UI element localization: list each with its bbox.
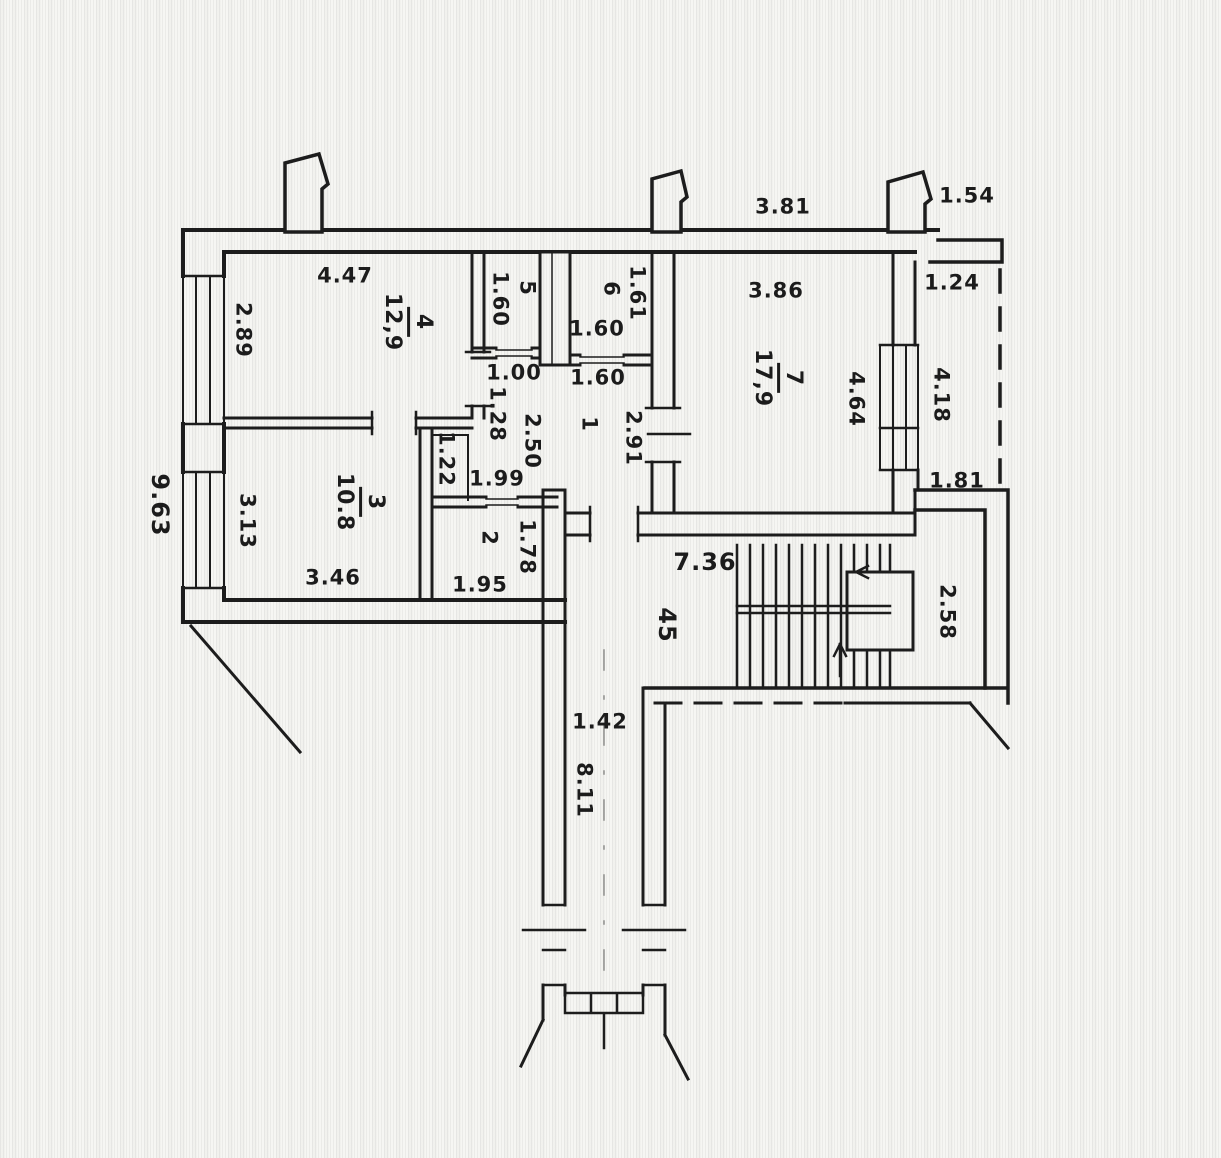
- stair-rail-block: [845, 570, 915, 652]
- stairwell-width-dim: 2.58: [935, 584, 960, 640]
- room3-number: 3: [359, 486, 388, 518]
- hall-width-dim: 2.50: [520, 413, 545, 469]
- room7-area: 17,9: [750, 348, 775, 408]
- corridor-walls: [518, 686, 691, 1082]
- window-left-room4: [181, 274, 226, 426]
- balcony-bottom-width-dim: 1.81: [929, 468, 985, 493]
- balcony-walls: [913, 238, 1010, 705]
- room2-depth-dim: 1.78: [515, 519, 540, 575]
- corridor-window-right: [621, 903, 687, 987]
- room4-depth-dim: 2.89: [231, 302, 256, 358]
- stair-landing-lines: [735, 604, 892, 615]
- room4-area: 12,9: [380, 292, 405, 352]
- corridor-width-dim: 1.42: [572, 709, 628, 734]
- room4-number: 4: [407, 306, 436, 338]
- stairwell-number: 45: [653, 607, 681, 643]
- room3-width-dim: 3.46: [305, 565, 361, 590]
- hall-depth-dim: 2.91: [621, 410, 646, 466]
- stairwell-bottom-wall: [643, 686, 1011, 751]
- room7-number: 7: [777, 362, 806, 394]
- room2-number: 2: [477, 530, 502, 546]
- door-jamb-ticks: [370, 350, 692, 543]
- hall-left-depth-dim: 1.28: [485, 386, 510, 442]
- hall-door-width-dim: 1.60: [570, 365, 626, 390]
- corridor-window-left: [521, 903, 587, 987]
- stair-direction-arrows: [832, 564, 915, 678]
- dim-top-center: 3.81: [755, 194, 811, 219]
- room2-width-dim: 1.95: [452, 572, 508, 597]
- vent-shaft: [538, 250, 572, 367]
- balcony-top-width-dim: 1.24: [924, 270, 980, 295]
- room5-width-dim: 1.60: [488, 271, 513, 327]
- niche-walls: [431, 434, 469, 501]
- facade-projections: [283, 151, 934, 234]
- window-left-room3: [181, 470, 226, 590]
- room7-label: 7 17,9: [750, 348, 806, 408]
- stairwell-length-dim: 7.36: [673, 548, 737, 576]
- room7-window-bay: [878, 250, 920, 515]
- room6-number: 6: [599, 281, 624, 297]
- hall-nook-width-dim: 1.00: [486, 360, 542, 385]
- room7-width-dim: 3.86: [748, 278, 804, 303]
- corridor-window-bottom: [563, 991, 645, 1050]
- dim-top-right: 1.54: [939, 183, 995, 208]
- niche-dim: 1.22: [434, 431, 459, 487]
- room6-depth-dim: 1.61: [625, 265, 650, 321]
- room4-width-dim: 4.47: [317, 263, 373, 288]
- balcony-depth-dim: 4.18: [929, 367, 954, 423]
- room3-label: 3 10.8: [332, 472, 388, 532]
- room7-depth-dim: 4.64: [844, 371, 869, 427]
- dim-left-height: 9.63: [146, 473, 174, 537]
- corridor-length-dim: 8.11: [572, 762, 597, 818]
- hall-number: 1: [577, 416, 602, 432]
- room3-depth-dim: 3.13: [235, 493, 260, 549]
- interior-walls: [222, 250, 917, 1022]
- door-thresholds: [485, 349, 625, 506]
- room4-label: 4 12,9: [380, 292, 436, 352]
- room5-number: 5: [515, 280, 540, 296]
- room3-area: 10.8: [332, 472, 357, 532]
- lobby-width-dim: 1.99: [469, 466, 525, 491]
- room6-width-dim: 1.60: [569, 316, 625, 341]
